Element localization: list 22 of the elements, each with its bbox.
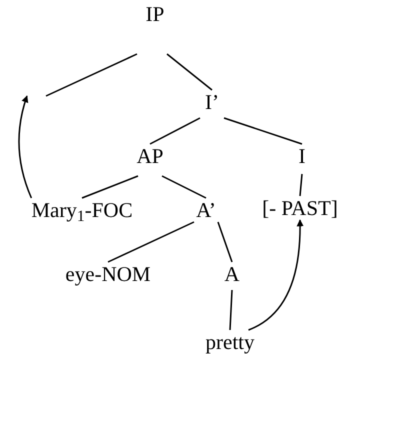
node-label: IP [146, 2, 164, 26]
tree-branch [217, 222, 233, 262]
tree-branch [166, 53, 212, 91]
node-label: pretty [206, 330, 254, 354]
tree-branch [162, 175, 206, 199]
tree-branch [108, 221, 194, 263]
tree-branch [46, 53, 138, 97]
tree-branch [150, 117, 200, 145]
movement-arrow [248, 219, 304, 331]
tree-branch [82, 175, 138, 199]
node-label: eye-NOM [65, 262, 151, 286]
tree-branch [229, 290, 233, 330]
node-label: A [224, 262, 240, 286]
movement-arrow [18, 95, 32, 198]
node-label: [- PAST] [262, 196, 338, 220]
tree-branch [224, 117, 302, 145]
node-label: Mary$_{1}$-FOC [31, 198, 133, 222]
node-label: AP [136, 144, 164, 168]
node-label: A’ [196, 198, 216, 222]
node-label: I [298, 144, 306, 168]
node-label: I’ [205, 90, 219, 114]
tree-branch [299, 174, 303, 196]
